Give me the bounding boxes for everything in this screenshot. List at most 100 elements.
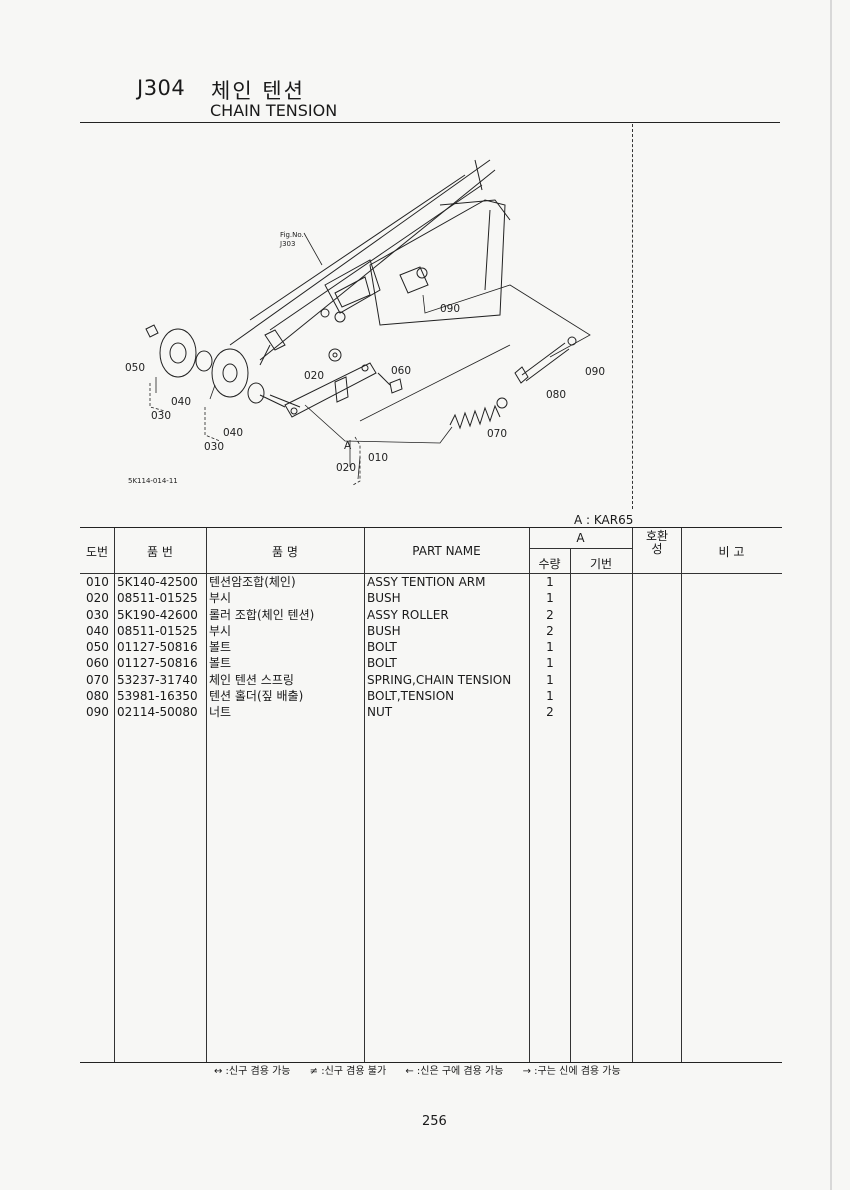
cell-name-ko: 부시 (209, 624, 232, 638)
cell-part-no: 53237-31740 (117, 673, 198, 687)
cell-part-no: 5K140-42500 (117, 575, 198, 589)
parts-table: 도번 품 번 품 명 PART NAME A 수량 기번 호환성 비 고 010… (80, 527, 782, 1063)
callout-040-b: 040 (223, 427, 243, 439)
cell-name-ko: 볼트 (209, 656, 232, 670)
cell-qty: 1 (546, 575, 554, 589)
cell-part-no: 02114-50080 (117, 705, 198, 719)
leader-lines (155, 232, 591, 480)
table-row: 010 5K140-42500 텐션암조합(체인) ASSY TENTION A… (80, 574, 782, 590)
table-row: 060 01127-50816 볼트 BOLT 1 (80, 655, 782, 671)
exploded-parts-diagram: Fig.No. J303 5K114-014-11 050 030 040 03… (125, 159, 605, 486)
header-part-no: 품 번 (147, 545, 173, 559)
cell-part-name: ASSY ROLLER (367, 608, 449, 622)
tension-bolt (514, 336, 577, 384)
col-divider (570, 548, 571, 1062)
header-qty: 수량 (538, 557, 561, 571)
header-ref-no: 도번 (85, 545, 109, 559)
bracket-marks (149, 383, 361, 486)
fig-ref-number: J303 (279, 240, 295, 248)
table-row: 080 53981-16350 텐션 홀더(짚 배출) BOLT,TENSION… (80, 688, 782, 704)
table-row: 030 5K190-42600 롤러 조합(체인 텐션) ASSY ROLLER… (80, 607, 782, 623)
cell-part-name: BOLT (367, 656, 397, 670)
col-divider (529, 528, 530, 1062)
header-remarks: 비 고 (718, 545, 745, 559)
cell-ref-no: 080 (86, 689, 109, 703)
cell-name-ko: 볼트 (209, 640, 232, 654)
cell-part-name: BOLT,TENSION (367, 689, 455, 703)
cell-part-name: BOLT (367, 640, 397, 654)
interchange-legend: ↔ :신구 겸용 가능 ≠ :신구 겸용 불가 ← :신은 구에 겸용 가능 →… (214, 1062, 637, 1077)
header-name-ko: 품 명 (272, 545, 298, 559)
table-row: 050 01127-50816 볼트 BOLT 1 (80, 639, 782, 655)
cell-qty: 1 (546, 673, 554, 687)
cell-part-no: 01127-50816 (117, 656, 198, 670)
diagram-divider (632, 124, 633, 509)
col-divider (632, 528, 633, 1062)
legend-not-interchangeable: ≠ :신구 겸용 불가 (309, 1066, 387, 1077)
cell-qty: 1 (546, 656, 554, 670)
cell-ref-no: 060 (86, 656, 109, 670)
callout-070: 070 (487, 428, 507, 440)
header-interchange: 호환성 (645, 529, 669, 556)
header-base-no: 기번 (589, 557, 613, 571)
callout-020-b: 020 (336, 462, 356, 474)
legend-both-ways: ↔ :신구 겸용 가능 (214, 1066, 291, 1077)
cell-ref-no: 050 (86, 640, 109, 654)
header-rule (80, 122, 780, 123)
cell-qty: 2 (546, 705, 554, 719)
callout-020-a: 020 (304, 370, 324, 382)
cell-part-name: NUT (367, 705, 393, 719)
cell-ref-no: 040 (86, 624, 109, 638)
cell-ref-no: 020 (86, 591, 109, 605)
cell-part-no: 01127-50816 (117, 640, 198, 654)
cell-part-name: BUSH (367, 624, 401, 638)
cell-ref-no: 010 (86, 575, 109, 589)
callout-060: 060 (391, 365, 411, 377)
table-row: 040 08511-01525 부시 BUSH 2 (80, 623, 782, 639)
cell-name-ko: 텐션 홀더(짚 배출) (209, 689, 304, 703)
col-divider (681, 528, 682, 1062)
section-title-korean: 체인 텐션 (211, 79, 305, 103)
table-row: 020 08511-01525 부시 BUSH 1 (80, 590, 782, 606)
cell-ref-no: 070 (86, 673, 109, 687)
variant-legend: A : KAR65 (574, 513, 634, 527)
header-part-name: PART NAME (412, 544, 481, 558)
cell-ref-no: 030 (86, 608, 109, 622)
tension-spring (449, 397, 508, 430)
cell-part-no: 08511-01525 (117, 624, 198, 638)
cell-name-ko: 텐션암조합(체인) (209, 575, 296, 589)
table-row: 070 53237-31740 체인 텐션 스프링 SPRING,CHAIN T… (80, 672, 782, 688)
section-code: J304 (137, 76, 186, 100)
legend-new-to-old: ← :신은 구에 겸용 가능 (405, 1066, 504, 1077)
cell-qty: 2 (546, 624, 554, 638)
cell-qty: 1 (546, 689, 554, 703)
col-divider (114, 528, 115, 1062)
frame-rails (229, 159, 511, 366)
callout-090-top: 090 (440, 303, 460, 315)
callout-040-a: 040 (171, 396, 191, 408)
callout-050: 050 (125, 362, 145, 374)
header-rule-bottom (80, 573, 782, 574)
cell-part-name: ASSY TENTION ARM (367, 575, 486, 589)
page-number: 256 (422, 1114, 447, 1129)
callout-090-right: 090 (585, 366, 605, 378)
cell-ref-no: 090 (86, 705, 109, 719)
section-title-english: CHAIN TENSION (210, 101, 338, 120)
cell-name-ko: 체인 텐션 스프링 (209, 673, 294, 687)
tension-arm-assembly (269, 348, 403, 418)
legend-old-to-new: → :구는 신에 겸용 가능 (522, 1066, 621, 1077)
callout-030-a: 030 (151, 410, 171, 422)
cell-part-no: 5K190-42600 (117, 608, 198, 622)
cell-qty: 1 (546, 640, 554, 654)
cell-part-no: 08511-01525 (117, 591, 198, 605)
callout-080: 080 (546, 389, 566, 401)
header-group-a: A (576, 531, 585, 545)
cell-part-name: SPRING,CHAIN TENSION (367, 673, 512, 687)
table-row: 090 02114-50080 너트 NUT 2 (80, 704, 782, 720)
cell-qty: 1 (546, 591, 554, 605)
cell-qty: 2 (546, 608, 554, 622)
sheet-edge (830, 0, 832, 1190)
cell-name-ko: 너트 (209, 705, 232, 719)
col-divider (364, 528, 365, 1062)
callout-010: 010 (368, 452, 388, 464)
